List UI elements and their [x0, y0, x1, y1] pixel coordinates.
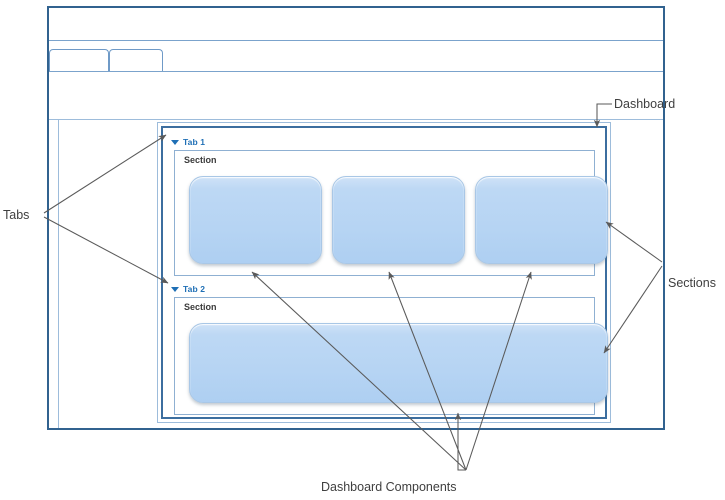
annotation-dashboard: Dashboard [614, 97, 676, 111]
annotation-sections: Sections [668, 276, 716, 290]
section-1: Section [174, 150, 608, 276]
triangle-down-icon [171, 139, 179, 145]
window-tab-1[interactable] [49, 49, 109, 71]
dashboard-component-4[interactable] [189, 323, 608, 403]
dashboard-component-2[interactable] [332, 176, 465, 264]
section-1-label: Section [184, 155, 217, 165]
window-band-divider-3 [49, 119, 663, 120]
dashboard-component-3[interactable] [475, 176, 608, 264]
dashboard-tab-2-label: Tab 2 [183, 283, 206, 294]
annotation-tabs: Tabs [3, 208, 30, 222]
section-2-label: Section [184, 302, 217, 312]
window-band-divider-1 [49, 40, 663, 41]
window-band-divider-2 [49, 71, 663, 72]
section-2: Section [174, 297, 608, 415]
dashboard-component-1[interactable] [189, 176, 322, 264]
annotation-dashboard-components: Dashboard Components [321, 480, 457, 494]
dashboard-inner-frame: Tab 1 Section Tab 2 Section [161, 126, 608, 419]
dashboard-tab-2[interactable]: Tab 2 [171, 281, 205, 297]
sidebar-divider [58, 119, 59, 428]
dashboard-tab-1-label: Tab 1 [183, 136, 206, 147]
window-tab-2[interactable] [109, 49, 163, 71]
triangle-down-icon [171, 286, 179, 292]
dashboard: Tab 1 Section Tab 2 Section [157, 122, 611, 423]
dashboard-tab-1[interactable]: Tab 1 [171, 134, 205, 150]
